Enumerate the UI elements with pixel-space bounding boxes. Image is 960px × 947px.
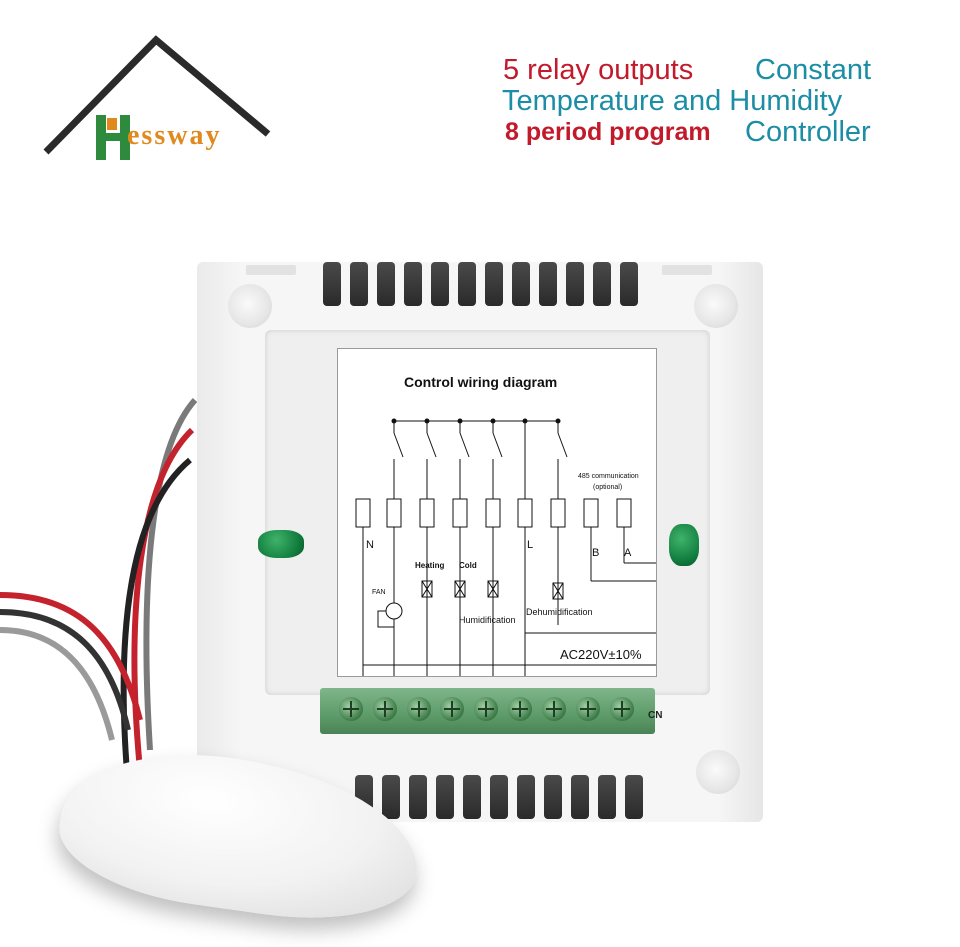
wiring-schematic (355, 418, 656, 676)
headline-relay-outputs: 5 relay outputs (503, 54, 694, 86)
mount-hole (696, 750, 740, 794)
left-green-indicator (258, 530, 304, 558)
bottom-vent (463, 775, 481, 819)
bottom-vent (517, 775, 535, 819)
diagram-title: Control wiring diagram (404, 374, 558, 390)
terminal-screw (339, 697, 363, 721)
top-vent (458, 262, 476, 306)
bottom-vent (490, 775, 508, 819)
top-vent (593, 262, 611, 306)
terminal-screw (407, 697, 431, 721)
cold-label: Cold (459, 561, 477, 570)
terminal-b-label: B (592, 547, 600, 559)
top-vent (323, 262, 341, 306)
terminal-screw (508, 697, 532, 721)
wiring-diagram-label: Control wiring diagram (337, 348, 657, 677)
top-vent (350, 262, 368, 306)
terminal-block (320, 688, 655, 734)
housing-slot (662, 265, 712, 275)
comm-label: 485 communication (578, 473, 639, 480)
connector-label: CN (648, 710, 663, 721)
bottom-vent (436, 775, 454, 819)
terminal-screw (373, 697, 397, 721)
right-green-indicator (669, 524, 699, 566)
top-vent (620, 262, 638, 306)
bottom-vent (571, 775, 589, 819)
heating-label: Heating (415, 561, 445, 570)
top-vent (377, 262, 395, 306)
bottom-vent (598, 775, 616, 819)
sensor-cables (0, 397, 198, 786)
top-vent (512, 262, 530, 306)
terminal-screw (610, 697, 634, 721)
mount-hole (694, 284, 738, 328)
terminal-a-label: A (624, 547, 632, 559)
headline-period-program: 8 period program (505, 118, 711, 146)
terminal-screw (542, 697, 566, 721)
top-vent (431, 262, 449, 306)
comm-optional-label: (optional) (593, 484, 623, 491)
terminal-screw (440, 697, 464, 721)
bottom-vent (625, 775, 643, 819)
terminal-screw (576, 697, 600, 721)
bottom-vent (382, 775, 400, 819)
dehumidification-label: Dehumidification (526, 607, 593, 617)
top-vent (539, 262, 557, 306)
brand-wordmark: essway (127, 120, 222, 151)
hessway-logo (43, 35, 271, 160)
top-vent (404, 262, 422, 306)
bottom-vent (409, 775, 427, 819)
bottom-vent (544, 775, 562, 819)
terminal-screw (474, 697, 498, 721)
terminal-l-label: L (527, 539, 534, 551)
mount-hole (228, 284, 272, 328)
headline-constant: Constant (755, 54, 872, 86)
headline-temperature-humidity: Temperature and Humidity (502, 85, 843, 117)
ac-voltage-label: AC220V±10% (560, 647, 642, 662)
headline-controller: Controller (745, 116, 871, 148)
top-vent (485, 262, 503, 306)
terminal-n-label: N (366, 539, 374, 551)
fan-label: FAN (372, 589, 386, 596)
top-vent (566, 262, 584, 306)
housing-slot (246, 265, 296, 275)
humidification-label: Humidification (459, 615, 516, 625)
